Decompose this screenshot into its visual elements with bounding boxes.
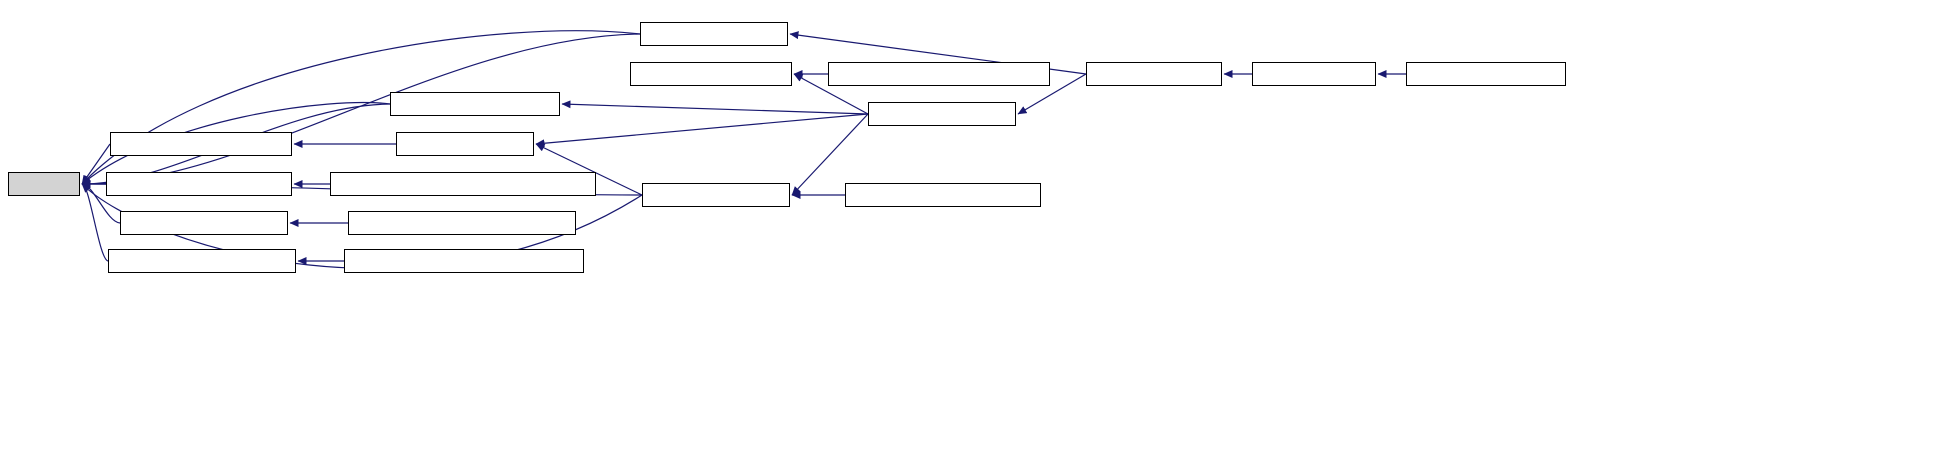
edge-edge_bisect_3D-to-local_update_asterisk_3D <box>561 100 869 115</box>
graph-node-update_local_edge_adj[interactable] <box>110 132 292 156</box>
graph-node-remote_edge_bisect_2D[interactable] <box>106 172 292 196</box>
graph-node-pf_remote_edgeAdj_add[interactable] <box>348 211 576 235</box>
graph-node-update_asterisk_3D[interactable] <box>630 62 792 86</box>
graph-node-refine_h[interactable] <box>1252 62 1376 86</box>
edge-edge_bisect_3D-to-local_split_3D <box>535 113 869 148</box>
graph-node-edge_bisect_2D[interactable] <box>640 22 788 46</box>
graph-node-pf_remote_edgeAdj_replace[interactable] <box>344 249 584 273</box>
graph-node-local_update_asterisk_3D[interactable] <box>390 92 560 116</box>
graph-node-remote_edgeAdj_replace[interactable] <box>108 249 296 273</box>
graph-node-parfum_refine[interactable] <box>1406 62 1566 86</box>
graph-node-getEdgeID <box>8 172 80 196</box>
graph-node-local_split_3D[interactable] <box>396 132 534 156</box>
graph-node-edge_bisect_3D[interactable] <box>868 102 1016 126</box>
graph-node-remote_edgeAdj_add[interactable] <box>120 211 288 235</box>
graph-node-pf_remote_bulk_edge_bisect_2D[interactable] <box>330 172 596 196</box>
edge-remote_edgeAdj_replace-to-getEdgeID <box>81 180 109 262</box>
graph-node-pf_handle_split_3D[interactable] <box>845 183 1041 207</box>
graph-node-pf_update_asterisk_3D[interactable] <box>828 62 1050 86</box>
graph-node-handle_split_3D[interactable] <box>642 183 790 207</box>
graph-node-edge_bisect[interactable] <box>1086 62 1222 86</box>
